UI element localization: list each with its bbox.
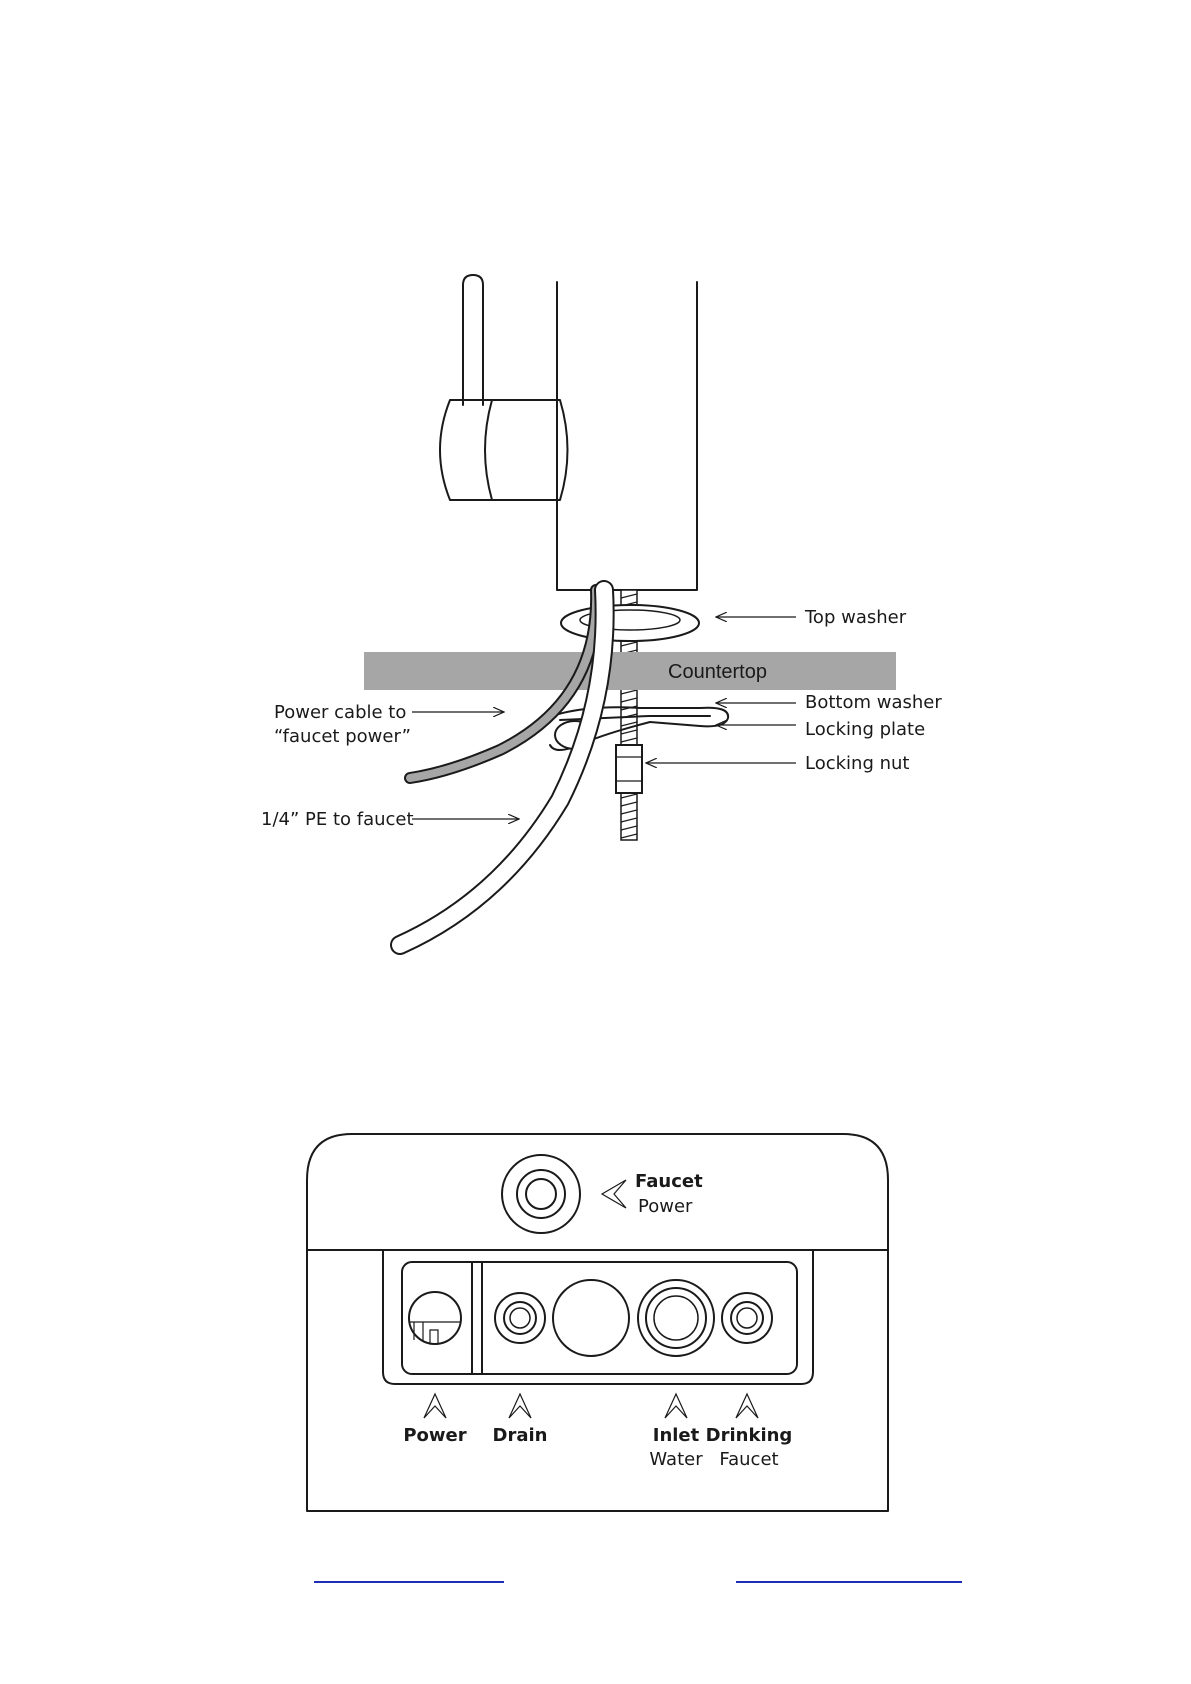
inlet-port-label-line2: Water (649, 1449, 703, 1470)
drinking-port-label-line1: Drinking (706, 1425, 793, 1446)
faucet-installation-diagram: Countertop Top washer Bottom washer Lock… (0, 0, 1191, 1000)
faucet-power-port (502, 1155, 580, 1233)
inlet-port-label-line1: Inlet (653, 1425, 700, 1446)
drinking-faucet-port (722, 1293, 772, 1343)
top-washer-label: Top washer (804, 607, 907, 628)
drain-port (495, 1293, 545, 1343)
footer-link-left[interactable] (314, 1581, 504, 1583)
inlet-water-port (638, 1280, 714, 1356)
control-panel-diagram: Faucet Power Power Drain Inlet Water (0, 1120, 1191, 1620)
power-cable-label-line2: “faucet power” (274, 726, 411, 747)
footer-link-right[interactable] (736, 1581, 962, 1583)
drain-port-label: Drain (493, 1425, 548, 1446)
bottom-washer-label: Bottom washer (805, 692, 942, 713)
locking-nut (616, 745, 642, 793)
inlet-pointer (665, 1394, 687, 1418)
power-port-label: Power (403, 1425, 466, 1446)
pe-tube (400, 590, 605, 945)
drinking-port-label-line2: Faucet (719, 1449, 778, 1470)
drinking-pointer (736, 1394, 758, 1418)
locking-plate-label: Locking plate (805, 719, 925, 740)
drain-pointer (509, 1394, 531, 1418)
power-socket (409, 1292, 461, 1344)
faucet-power-pointer (602, 1180, 626, 1208)
power-pointer (424, 1394, 446, 1418)
blank-plug (553, 1280, 629, 1356)
faucet-handle (440, 275, 568, 500)
locking-nut-label: Locking nut (805, 753, 909, 774)
pe-tube-label: 1/4” PE to faucet (261, 809, 414, 830)
countertop-slab (364, 652, 896, 690)
faucet-power-label-line2: Power (638, 1196, 693, 1217)
faucet-power-label-line1: Faucet (635, 1171, 703, 1192)
faucet-body (557, 282, 697, 590)
top-washer (561, 605, 699, 641)
power-cable-label-line1: Power cable to (274, 702, 406, 723)
countertop-label: Countertop (668, 661, 767, 683)
